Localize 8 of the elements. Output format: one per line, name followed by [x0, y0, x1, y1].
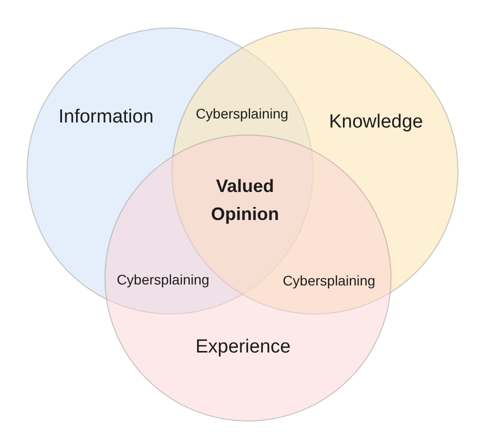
overlap-label: Cybersplaining	[282, 272, 376, 290]
circle-label: Knowledge	[328, 110, 424, 134]
overlap-label: Cybersplaining	[116, 272, 210, 288]
circle-label: Experience	[195, 336, 291, 358]
venn-circle	[104, 134, 392, 422]
circle-label: Information	[58, 106, 154, 128]
overlap-label: Cybersplaining	[196, 106, 288, 122]
center-overlap-label: Valued Opinion	[210, 175, 280, 226]
